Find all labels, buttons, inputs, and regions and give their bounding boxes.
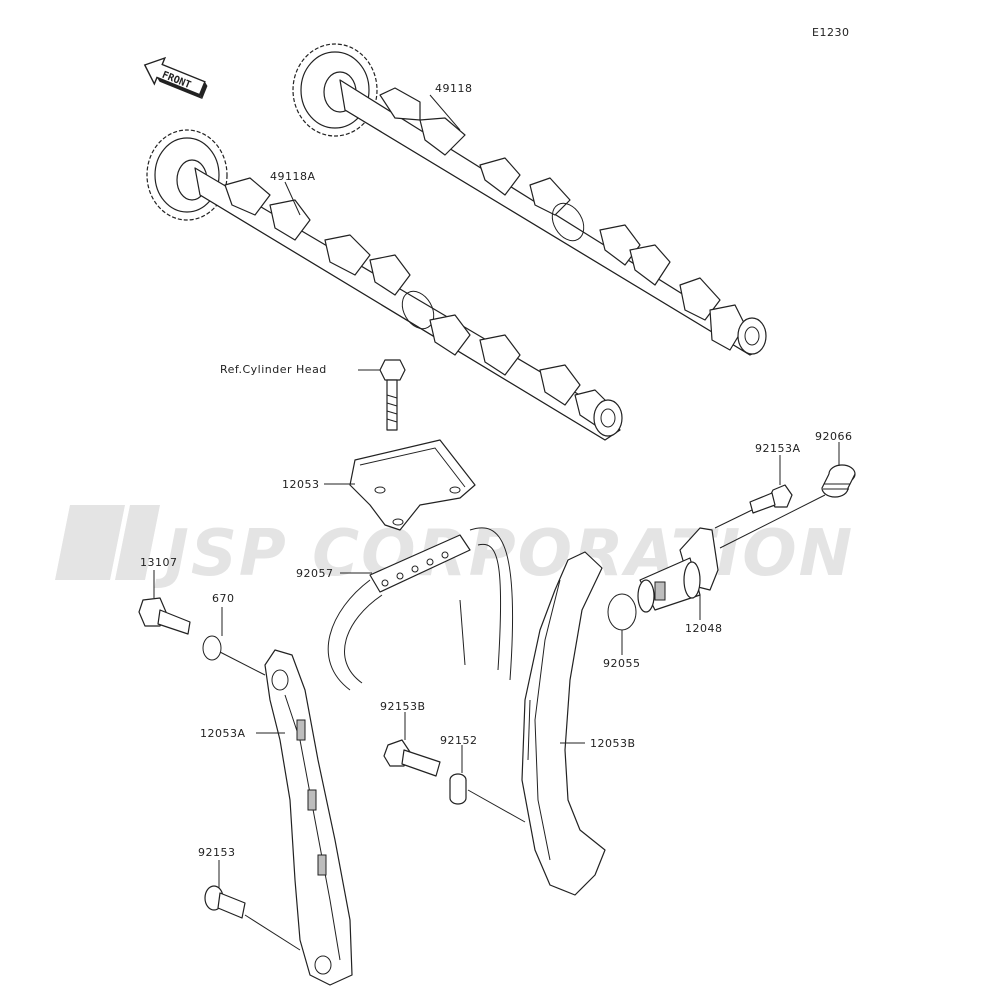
cylinder-head-bolt	[379, 359, 406, 431]
watermark: JSP CORPORATION	[55, 505, 854, 591]
label-92153a: 92153A	[755, 442, 801, 455]
label-12053a: 12053A	[200, 727, 246, 740]
timing-chain-92057	[327, 527, 514, 691]
plug-92066	[821, 464, 856, 498]
label-92153b: 92153B	[380, 700, 426, 713]
diagram-code: E1230	[812, 26, 849, 39]
front-arrow-icon: FRONT	[143, 56, 208, 99]
label-92152: 92152	[440, 734, 478, 747]
camshaft-upper	[292, 43, 767, 356]
bolt-13107	[138, 597, 191, 635]
chain-guide-12053a	[264, 649, 353, 986]
label-12053b: 12053B	[590, 737, 636, 750]
label-92066: 92066	[815, 430, 853, 443]
o-ring-92055	[607, 593, 637, 631]
label-ref-cylinder-head: Ref.Cylinder Head	[220, 363, 327, 376]
o-ring-670	[202, 635, 222, 661]
label-49118: 49118	[435, 82, 473, 95]
label-49118a: 49118A	[270, 170, 316, 183]
watermark-text: JSP CORPORATION	[154, 517, 854, 591]
bolt-92153	[204, 885, 246, 919]
collar-92152	[449, 773, 467, 805]
bolt-92153a	[749, 484, 793, 514]
label-92057: 92057	[296, 567, 334, 580]
watermark-logo-icon	[55, 505, 125, 580]
label-92153: 92153	[198, 846, 236, 859]
label-13107: 13107	[140, 556, 178, 569]
tensioner-12048	[637, 527, 719, 613]
label-670: 670	[212, 592, 235, 605]
chain-guide-12053	[349, 439, 476, 531]
bolt-92153b	[383, 739, 441, 777]
camshaft-lower	[146, 129, 623, 441]
chain-guide-12053b	[521, 551, 606, 896]
label-12053: 12053	[282, 478, 320, 491]
label-12048: 12048	[685, 622, 723, 635]
label-92055: 92055	[603, 657, 641, 670]
